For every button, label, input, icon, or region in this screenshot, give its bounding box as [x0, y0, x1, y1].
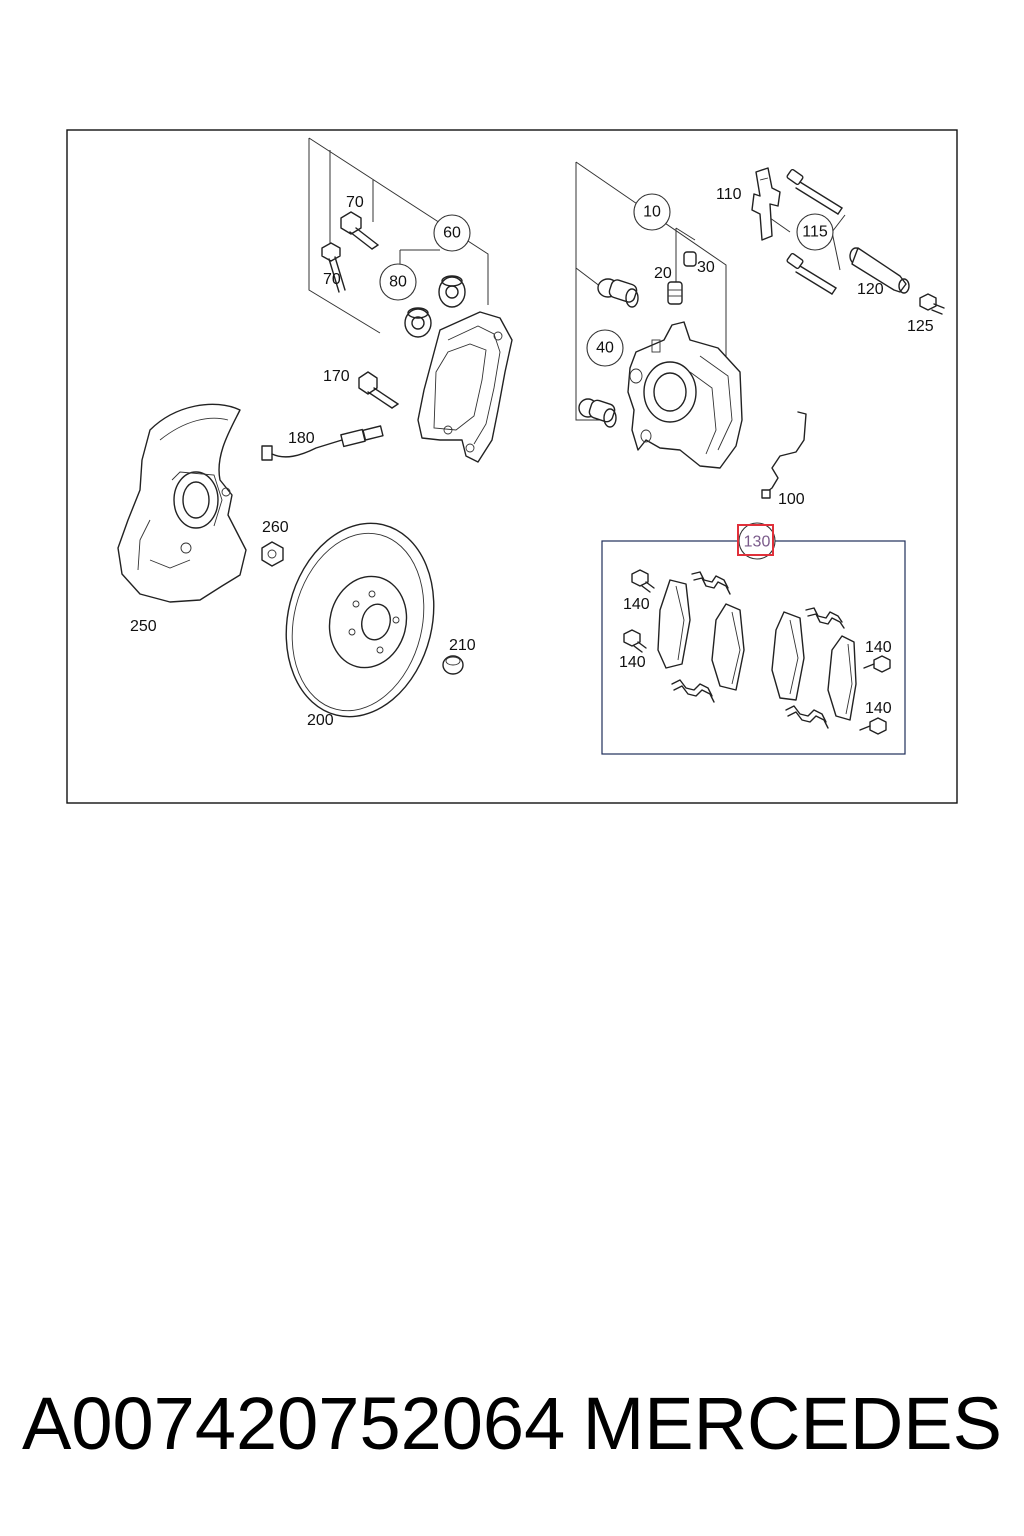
callout-115-label: 115: [802, 224, 828, 241]
label-180[interactable]: 180: [288, 430, 315, 447]
label-140-a[interactable]: 140: [623, 596, 650, 613]
dust-shield-250: [117, 403, 247, 603]
bolt-140-b: [623, 629, 647, 653]
caliper-group-leaders: [575, 161, 727, 421]
label-100[interactable]: 100: [778, 491, 805, 508]
part-number: A007420752064: [22, 1381, 566, 1465]
cap-30: [683, 251, 697, 267]
brake-pad-1: [657, 579, 691, 669]
label-70-lower[interactable]: 70: [323, 271, 341, 288]
callout-130-highlight-box: [737, 524, 774, 556]
cap-210: [442, 655, 464, 675]
bushing-60: [438, 275, 466, 308]
label-260[interactable]: 260: [262, 519, 289, 536]
bolt-70-lower: [321, 242, 346, 293]
bolt-125: [919, 293, 945, 315]
label-125[interactable]: 125: [907, 318, 934, 335]
guide-pin-115-upper: [786, 168, 843, 215]
label-210[interactable]: 210: [449, 637, 476, 654]
bolt-140-a: [631, 569, 655, 593]
label-110[interactable]: 110: [716, 186, 742, 203]
nut-260: [261, 541, 284, 567]
label-170[interactable]: 170: [323, 368, 350, 385]
pad-clip-lower-left: [671, 679, 715, 703]
label-20[interactable]: 20: [654, 265, 672, 282]
callout-40-label: 40: [596, 340, 614, 357]
callout-80[interactable]: 80: [379, 263, 417, 301]
callout-40[interactable]: 40: [586, 329, 624, 367]
brake-disc-200: [285, 522, 435, 718]
guide-pin-40-upper: [597, 278, 639, 308]
label-140-b[interactable]: 140: [619, 654, 646, 671]
label-200[interactable]: 200: [307, 712, 334, 729]
bolt-170: [358, 371, 399, 409]
brake-pad-4: [827, 635, 857, 721]
callout-60-label: 60: [443, 225, 461, 242]
guide-pin-115-lower: [786, 252, 837, 295]
label-250[interactable]: 250: [130, 618, 157, 635]
brake-pad-2: [711, 603, 745, 691]
brand-name: MERCEDES: [582, 1381, 1002, 1465]
misc-leaders: [769, 214, 846, 271]
callout-80-label: 80: [389, 274, 407, 291]
pad-clip-upper-right: [805, 607, 845, 629]
bleeder-20: [667, 281, 683, 305]
guide-pin-120: [849, 247, 910, 294]
brake-caliper-10: [627, 321, 743, 469]
callout-130-highlighted[interactable]: 130: [737, 522, 776, 560]
callout-60[interactable]: 60: [433, 214, 471, 252]
pad-clip-upper-left: [691, 571, 731, 595]
callout-10[interactable]: 10: [633, 193, 671, 231]
bushing-80: [404, 307, 432, 338]
callout-10-label: 10: [643, 204, 661, 221]
callout-115[interactable]: 115: [796, 213, 834, 251]
callout-130-label: 130: [744, 534, 771, 551]
pad-clip-lower-right: [785, 705, 829, 729]
label-120[interactable]: 120: [857, 281, 884, 298]
caliper-bracket: [417, 311, 513, 463]
wear-sensor-180: [261, 425, 384, 461]
part-caption: A007420752064 MERCEDES: [0, 1378, 1024, 1468]
brake-pad-3: [771, 611, 805, 701]
label-140-d[interactable]: 140: [865, 700, 892, 717]
spring-clip-110: [751, 167, 781, 241]
bolt-140-c: [863, 655, 891, 673]
guide-pin-40-lower: [578, 398, 617, 428]
bolt-140-d: [859, 717, 887, 735]
label-140-c[interactable]: 140: [865, 639, 892, 656]
bolt-70-upper: [340, 211, 379, 250]
sensor-cable-100: [761, 411, 807, 499]
label-70-upper[interactable]: 70: [346, 194, 364, 211]
label-30[interactable]: 30: [697, 259, 715, 276]
